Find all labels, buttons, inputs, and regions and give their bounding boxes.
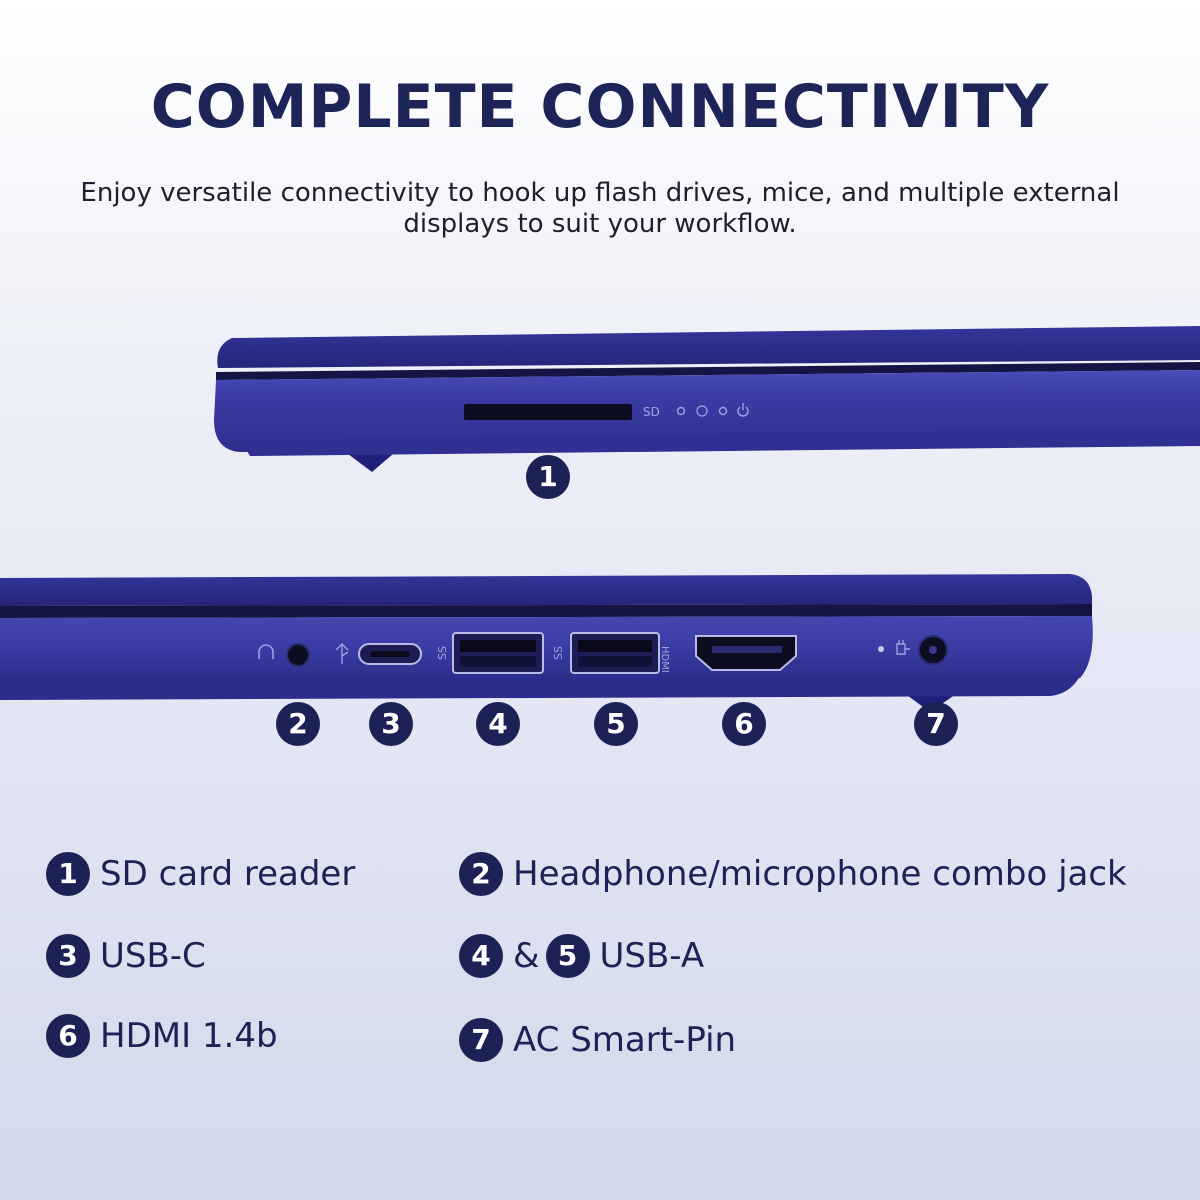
feature-headphone-jack: 2 Headphone/microphone combo jack [459,850,1127,898]
feature-number: 4 [459,934,503,978]
feature-usb-a: 4 & 5 USB-A [459,932,704,980]
feature-number: 6 [46,1014,90,1058]
feature-number: 3 [46,934,90,978]
feature-ac-smart-pin: 7 AC Smart-Pin [459,1016,736,1064]
headphone-icon [258,644,274,659]
usb-ss-label-2: SS [552,646,565,660]
port-marker-1: 1 [526,455,570,499]
battery-light-icon [718,406,728,416]
sd-slot-label: SD [643,405,660,419]
feature-usb-c: 3 USB-C [46,932,206,980]
feature-label: SD card reader [100,854,356,894]
laptop-right-side: SS SS HDMI [0,574,1093,712]
port-marker-3: 3 [369,702,413,746]
storage-light-icon [696,405,708,417]
power-light-icon [737,403,749,417]
hdmi-side-label: HDMI [659,646,670,673]
port-marker-7: 7 [914,702,958,746]
feature-joiner: & [513,936,540,976]
feature-label: Headphone/microphone combo jack [513,854,1127,894]
feature-sd-card-reader: 1 SD card reader [46,850,355,898]
feature-hdmi: 6 HDMI 1.4b [46,1012,278,1060]
headphone-jack [286,643,310,667]
charge-light-icon [878,646,884,652]
feature-label: USB-C [100,936,206,976]
page-subtitle: Enjoy versatile connectivity to hook up … [80,178,1120,239]
feature-number: 5 [545,934,590,978]
usb-ss-label-1: SS [436,646,449,660]
port-marker-2: 2 [276,702,320,746]
port-marker-6: 6 [722,702,766,746]
power-plug-icon [896,640,910,655]
status-light-icon [676,406,686,416]
page-title: COMPLETE CONNECTIVITY [150,72,1050,142]
feature-number: 1 [46,852,90,896]
feature-label: HDMI 1.4b [100,1016,278,1056]
usb-symbol-icon [335,643,349,664]
port-marker-5: 5 [594,702,638,746]
sd-card-slot [464,404,632,420]
laptop-left-side: SD [214,326,1200,472]
feature-number: 7 [459,1018,503,1062]
feature-number: 2 [459,852,503,896]
feature-label: USB-A [599,936,705,976]
port-marker-4: 4 [476,702,520,746]
feature-label: AC Smart-Pin [513,1020,737,1060]
